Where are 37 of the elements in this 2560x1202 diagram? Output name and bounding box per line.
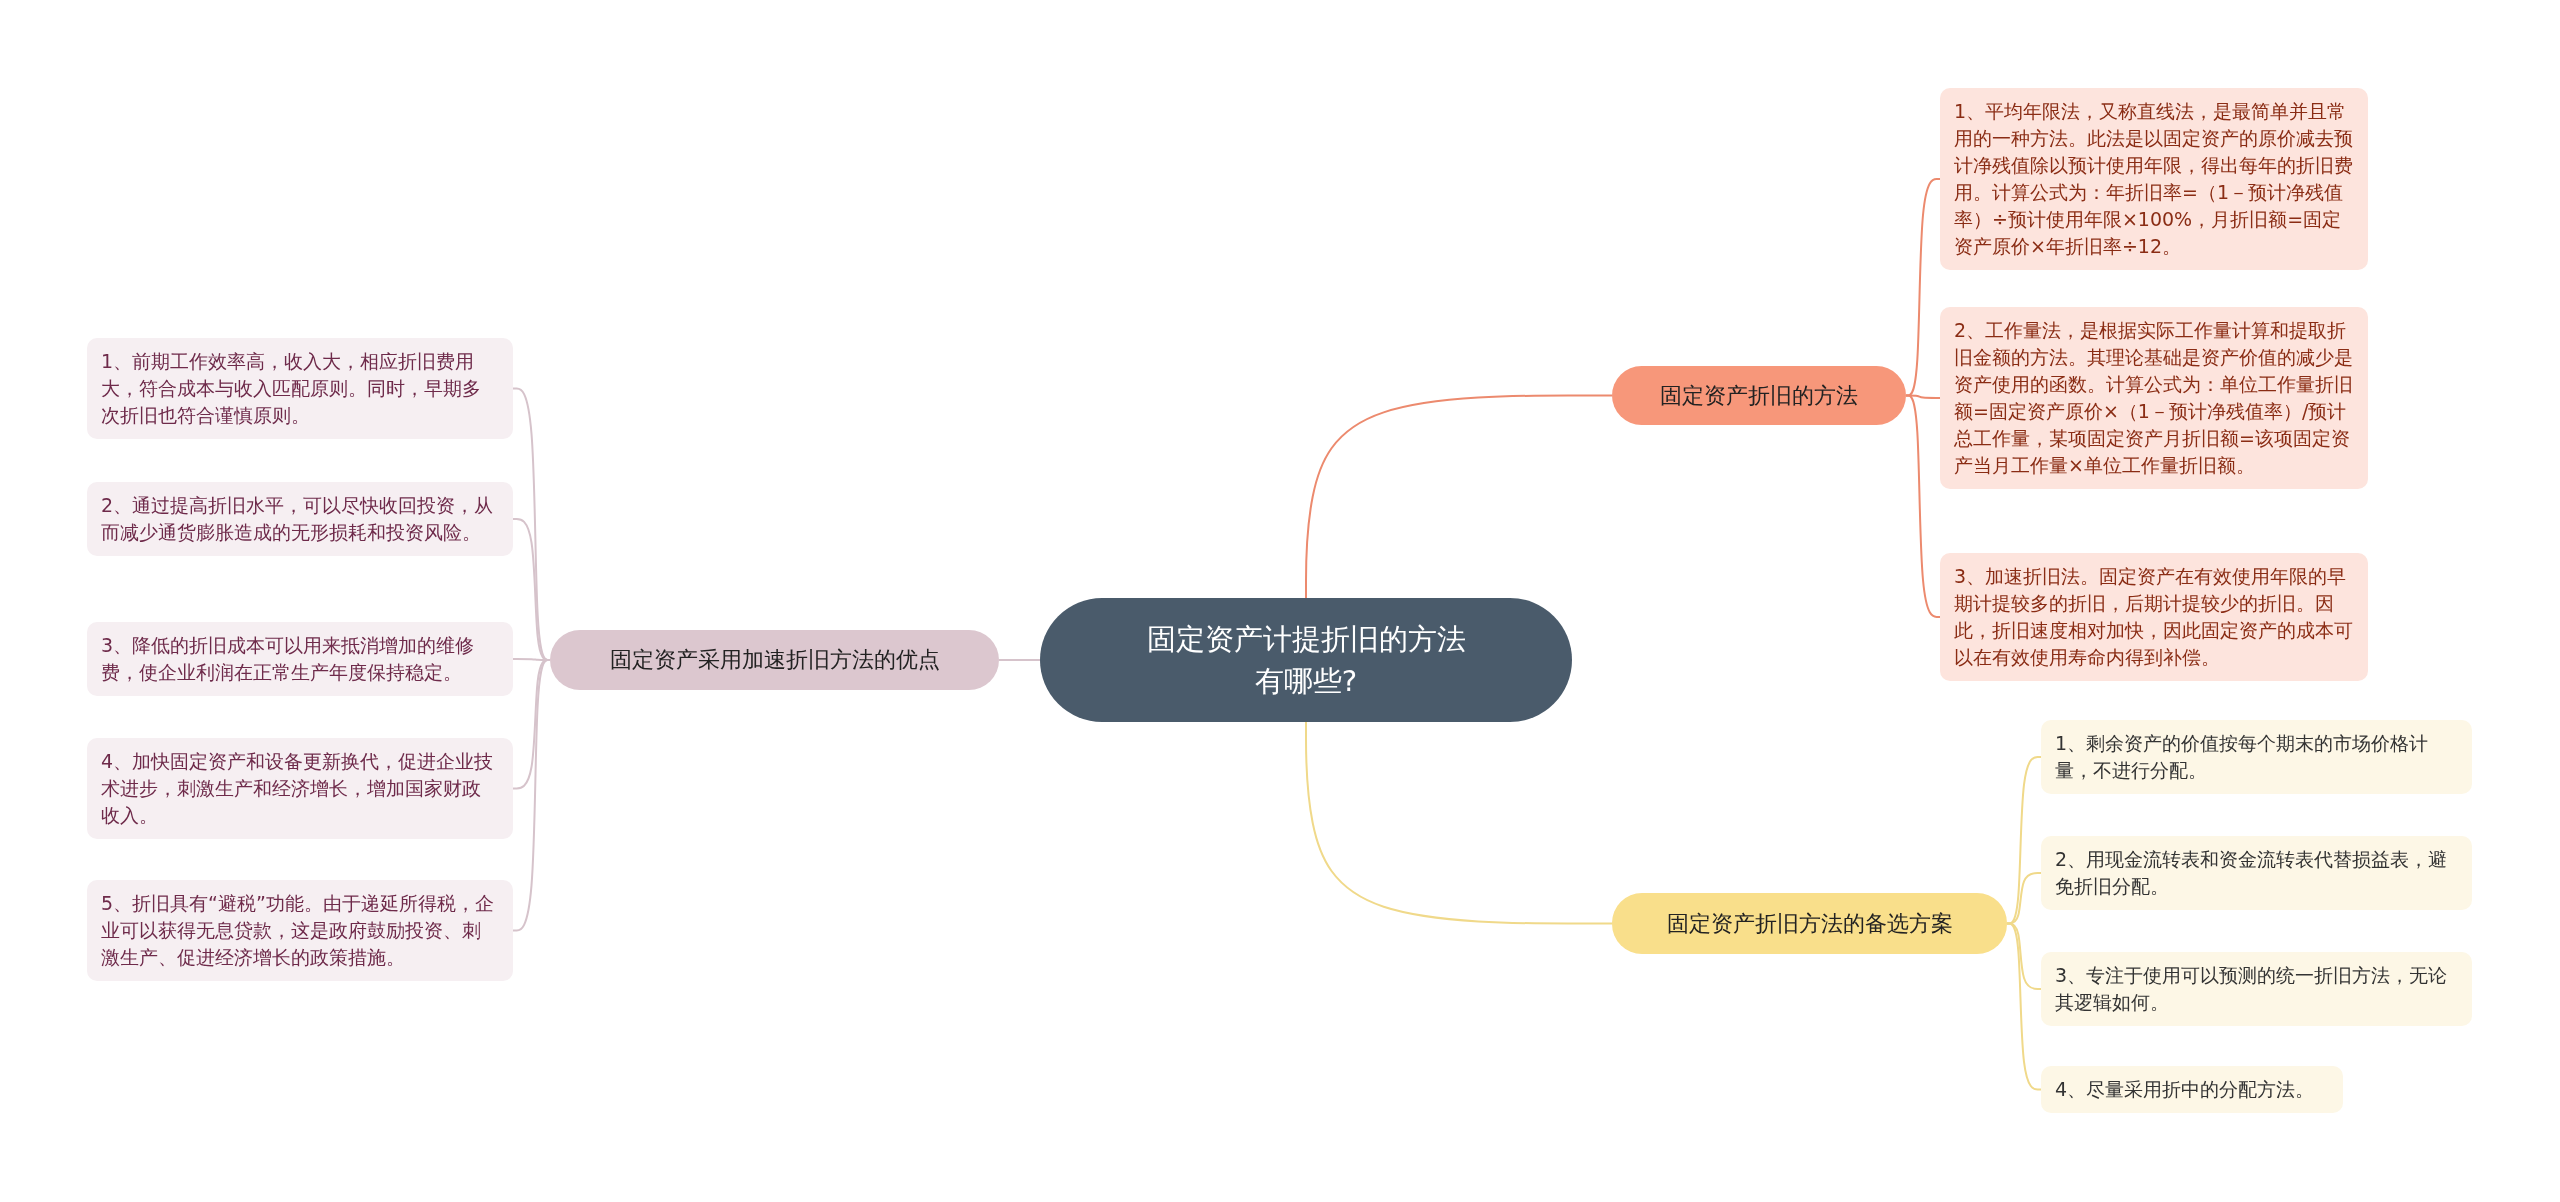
topic-text: 4、加快固定资产和设备更新换代，促进企业技术进步，刺激生产和经济增长，增加国家财政收入。 — [101, 749, 495, 828]
topic-text: 固定资产折旧的方法 — [1660, 381, 1858, 410]
connector-line — [998, 659, 1041, 661]
connector-line — [2006, 871, 2042, 925]
connector-line — [1905, 394, 1941, 618]
topic-text: 5、折旧具有“避税”功能。由于递延所得税，企业可以获得无息贷款，这是政府鼓励投资、刺激生产、促进经济增长的政策措施。 — [101, 891, 495, 970]
topic-text: 1、剩余资产的价值按每个期末的市场价格计量，不进行分配。 — [2055, 731, 2430, 783]
note-card — [87, 622, 513, 696]
note-card — [87, 338, 513, 439]
topic-text: 2、工作量法，是根据实际工作量计算和提取折旧金额的方法。其理论基础是资产价值的减少是资产使用的函数。计算公式为：单位工作量折旧额=固定资产原价×（1－预计净残值率）/预计总工作量，某项固定资产月折旧额=该项固定资产当月工作量×单位工作量折旧额。 — [1954, 318, 2354, 478]
topic-text: 3、专注于使用可以预测的统一折旧方法，无论其逻辑如何。 — [2055, 963, 2449, 1015]
note-card — [87, 482, 513, 556]
connector-line — [1905, 177, 1941, 397]
note-card — [87, 880, 513, 981]
note-card — [1940, 88, 2368, 270]
topic-text: 1、平均年限法，又称直线法，是最简单并且常用的一种方法。此法是以固定资产的原价减去预计净残值除以预计使用年限，得出每年的折旧费用。计算公式为：年折旧率=（1－预计净残值率）÷预计使用年限×100%，月折旧额=固定资产原价×年折旧率÷12。 — [1954, 99, 2354, 259]
note-card — [2041, 1066, 2343, 1113]
branch-topic — [1612, 893, 2007, 954]
connector-line — [1305, 394, 1613, 599]
topic-text: 固定资产计提折旧的方法有哪些? — [1145, 620, 1467, 700]
connector-line — [2006, 922, 2042, 1091]
note-card — [2041, 720, 2472, 794]
note-card — [1940, 307, 2368, 489]
note-card — [87, 738, 513, 839]
topic-text: 固定资产折旧方法的备选方案 — [1666, 909, 1953, 938]
topic-text: 4、尽量采用折中的分配方法。 — [2055, 1077, 2316, 1102]
connector-line — [1305, 721, 1613, 925]
topic-text: 2、用现金流转表和资金流转表代替损益表，避免折旧分配。 — [2055, 847, 2449, 899]
note-card — [2041, 952, 2472, 1026]
note-card — [2041, 836, 2472, 910]
topic-text: 1、前期工作效率高，收入大，相应折旧费用大，符合成本与收入匹配原则。同时，早期多次折旧也符合谨慎原则。 — [101, 349, 482, 428]
topic-text: 3、加速折旧法。固定资产在有效使用年限的早期计提较多的折旧，后期计提较少的折旧。因此，折旧速度相对加快，因此固定资产的成本可以在有效使用寿命内得到补偿。 — [1954, 564, 2354, 670]
topic-text: 固定资产采用加速折旧方法的优点 — [609, 646, 940, 674]
topic-text: 2、通过提高折旧水平，可以尽快收回投资，从而减少通货膨胀造成的无形损耗和投资风险。 — [101, 493, 495, 545]
branch-topic — [550, 630, 999, 690]
note-card — [1940, 553, 2368, 681]
topic-text: 3、降低的折旧成本可以用来抵消增加的维修费，使企业利润在正常生产年度保持稳定。 — [101, 633, 476, 685]
